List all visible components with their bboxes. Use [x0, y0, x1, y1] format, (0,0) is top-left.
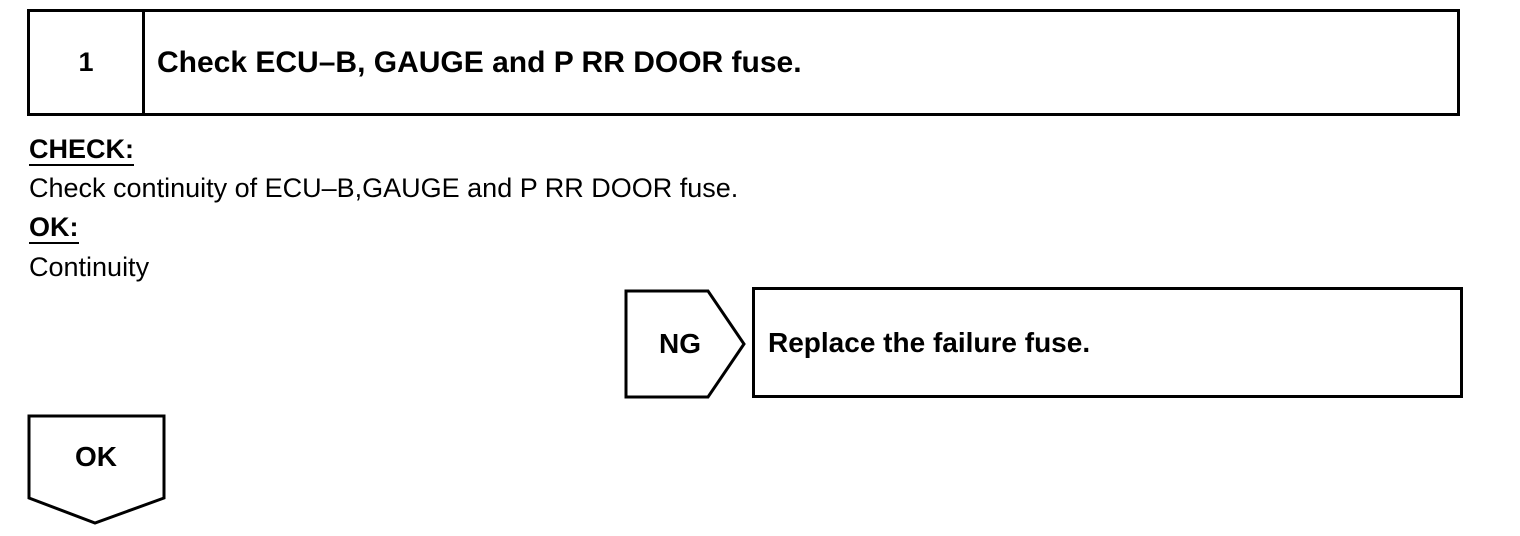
- ok-label: OK:: [29, 212, 79, 244]
- ok-branch-label: OK: [75, 441, 117, 472]
- check-label: CHECK:: [29, 134, 134, 166]
- ng-arrow-icon: [624, 289, 746, 399]
- ng-action-box: Replace the failure fuse.: [752, 287, 1463, 398]
- check-text: Check continuity of ECU–B,GAUGE and P RR…: [29, 173, 739, 203]
- ng-branch-label: NG: [659, 328, 701, 359]
- step-number: 1: [30, 12, 145, 113]
- ok-criteria-text: Continuity: [29, 252, 150, 282]
- ok-down-arrow-icon: [27, 414, 166, 525]
- step-header: 1 Check ECU–B, GAUGE and P RR DOOR fuse.: [27, 9, 1460, 116]
- step-title: Check ECU–B, GAUGE and P RR DOOR fuse.: [157, 45, 802, 79]
